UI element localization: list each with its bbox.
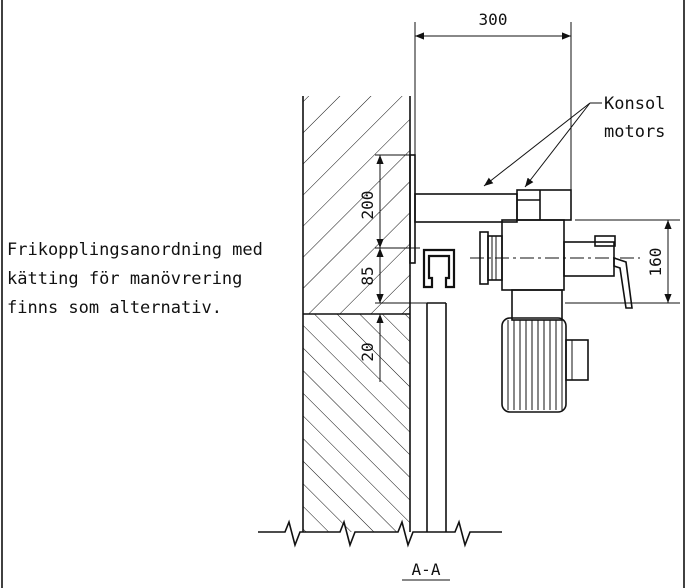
- rail-channel: [422, 248, 456, 289]
- motor: [501, 317, 589, 413]
- note-line1: Frikopplingsanordning med: [7, 240, 263, 260]
- note-line2: kätting för manövrering: [7, 269, 242, 289]
- konsol-label-line1: Konsol: [604, 94, 665, 114]
- konsol-label: Konsol motors: [483, 94, 665, 188]
- dimension-200-label: 200: [358, 191, 377, 220]
- konsol-label-line2: motors: [604, 122, 665, 142]
- section-label: A-A: [402, 560, 450, 581]
- note-line3: finns som alternativ.: [7, 298, 222, 318]
- section-label-text: A-A: [412, 560, 441, 579]
- ground-line: [258, 519, 502, 548]
- dimension-20-label: 20: [358, 342, 377, 361]
- rail-post: [426, 302, 447, 532]
- dimension-160: 160: [565, 219, 680, 304]
- dimension-300: 300: [414, 10, 572, 190]
- dimension-300-label: 300: [479, 10, 508, 29]
- dimension-chain-vertical: 200 85 20: [358, 154, 427, 382]
- dimension-85-label: 85: [358, 266, 377, 285]
- console-arm: [414, 189, 572, 223]
- wall-upper-hatched: [303, 96, 410, 314]
- note-text: Frikopplingsanordning med kätting för ma…: [7, 240, 263, 318]
- dimension-160-label: 160: [646, 248, 665, 277]
- drive-unit: [479, 219, 633, 321]
- wall-lower-hatched: [303, 314, 410, 532]
- wall: [302, 96, 411, 532]
